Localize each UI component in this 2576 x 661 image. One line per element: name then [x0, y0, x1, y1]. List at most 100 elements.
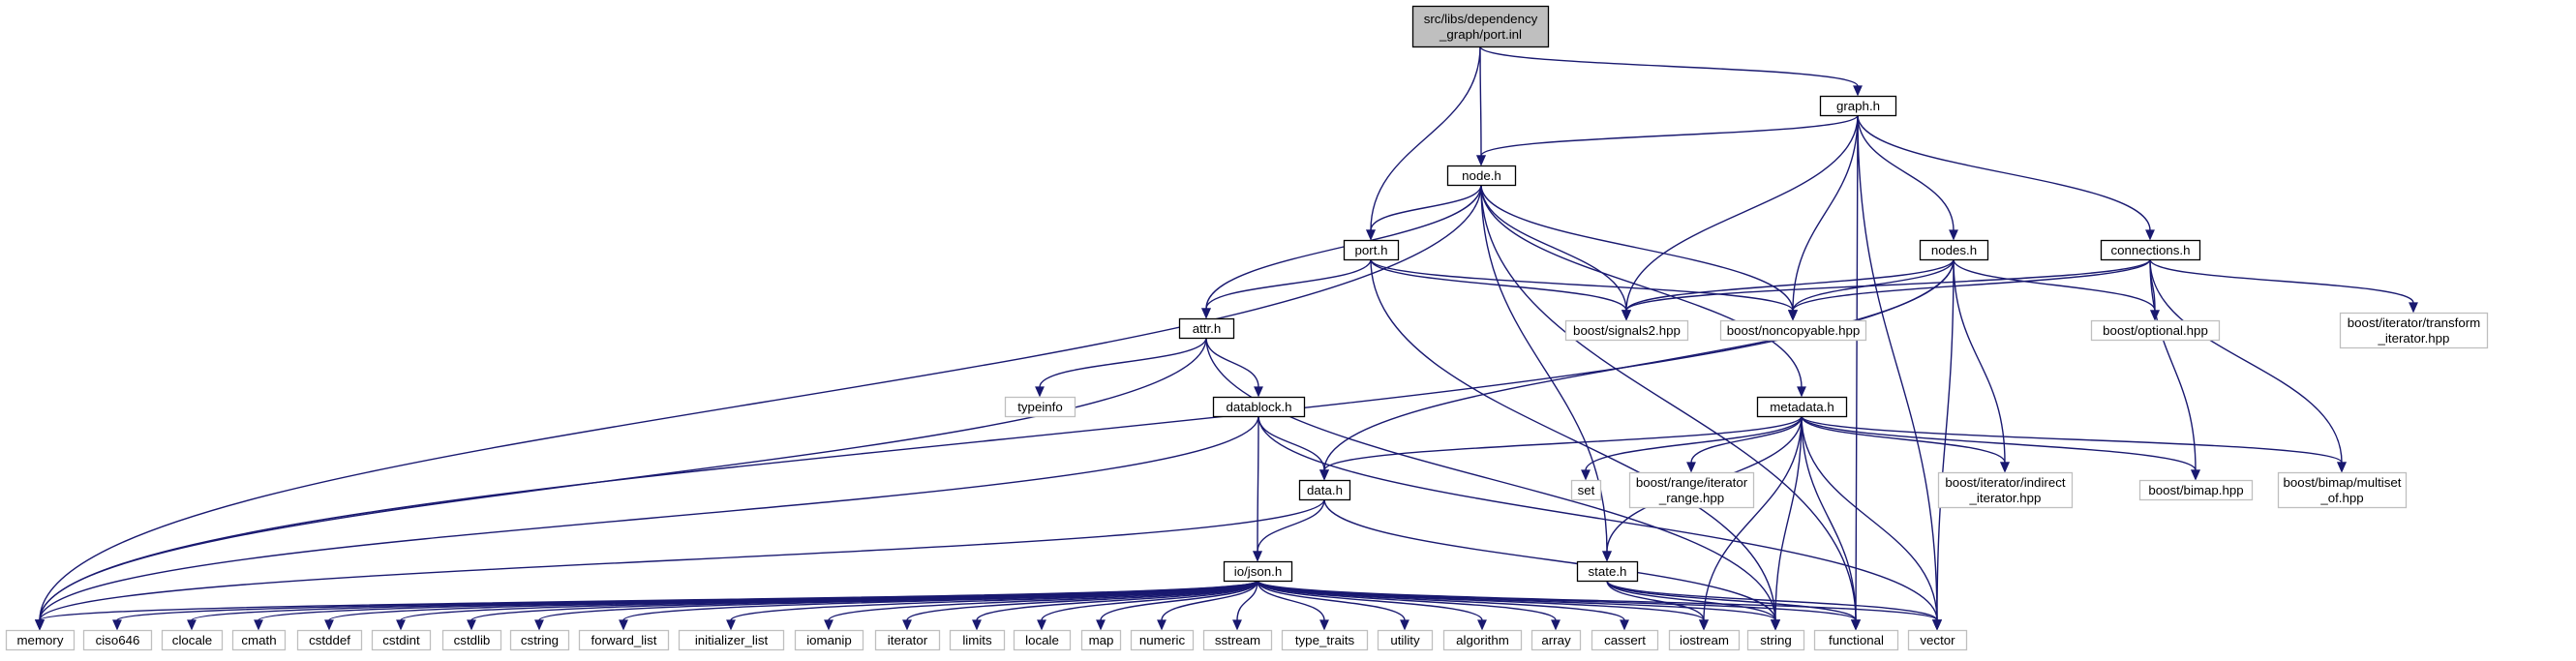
arrow-head-icon [1253, 551, 1262, 562]
file-node-port-h[interactable]: port.h [1343, 239, 1400, 261]
node-label: cstring [521, 633, 559, 647]
edge-line [470, 580, 1258, 621]
edge-datablock_h-to-json_h [1253, 415, 1262, 562]
node-label: port.h [1354, 243, 1387, 257]
node-box [1377, 629, 1434, 651]
edge-line [906, 580, 1258, 621]
edge-line [1205, 258, 1372, 310]
node-label: iostream [1680, 633, 1729, 647]
arrow-head-icon [534, 619, 544, 631]
edge-line [1480, 184, 1627, 312]
arrow-head-icon [1254, 386, 1263, 398]
node-box [82, 629, 153, 651]
node-label: forward_list [591, 633, 657, 647]
node-label: iomanip [806, 633, 852, 647]
file-node-utility[interactable]: utility [1377, 629, 1434, 651]
file-node-metadata-h[interactable]: metadata.h [1756, 396, 1848, 418]
file-node-map[interactable]: map [1080, 629, 1122, 651]
file-node-string[interactable]: string [1746, 629, 1805, 651]
file-node-cmath[interactable]: cmath [231, 629, 287, 651]
file-node-forward-list[interactable]: forward_list [578, 629, 670, 651]
file-node-limits[interactable]: limits [949, 629, 1006, 651]
arrow-head-icon [1037, 619, 1046, 631]
file-node-cassert[interactable]: cassert [1591, 629, 1659, 651]
node-box [509, 629, 570, 651]
node-label: cstdint [382, 633, 420, 647]
node-label: _iterator.hpp [2378, 331, 2450, 346]
arrow-head-icon [1035, 386, 1045, 398]
file-node-bimap[interactable]: boost/bimap.hpp [2138, 479, 2254, 501]
file-node-signals2[interactable]: boost/signals2.hpp [1564, 319, 1689, 342]
edge-line [1953, 258, 2156, 312]
edge-line [1792, 258, 2151, 312]
edge-line [400, 580, 1258, 621]
edge-json_h-to-locale [1037, 580, 1258, 631]
file-node-nodes-h[interactable]: nodes.h [1919, 239, 1989, 261]
edge-line [39, 498, 1325, 621]
file-node-numeric[interactable]: numeric [1130, 629, 1195, 651]
edge-json_h-to-initializer_list [726, 580, 1258, 631]
node-label: boost/range/iterator [1636, 475, 1748, 490]
node-box [1281, 629, 1369, 651]
file-node-initializer-list[interactable]: initializer_list [678, 629, 785, 651]
edge-line [1323, 498, 1776, 621]
file-node-noncopyable[interactable]: boost/noncopyable.hpp [1719, 319, 1867, 342]
file-node-multiset[interactable]: boost/bimap/multiset_of.hpp [2277, 471, 2408, 509]
file-node-functional[interactable]: functional [1813, 629, 1899, 651]
file-node-algorithm[interactable]: algorithm [1442, 629, 1523, 651]
file-node-sstream[interactable]: sstream [1202, 629, 1273, 651]
file-node-cstdint[interactable]: cstdint [371, 629, 432, 651]
file-node-optional[interactable]: boost/optional.hpp [2090, 319, 2221, 342]
edge-data_h-to-json_h [1253, 498, 1325, 562]
file-node-set[interactable]: set [1570, 479, 1602, 501]
edge-line [1370, 45, 1481, 231]
file-node-vector[interactable]: vector [1907, 629, 1968, 651]
edge-line [1258, 415, 1325, 471]
file-node-connections-h[interactable]: connections.h [2100, 239, 2201, 261]
file-node-json-h[interactable]: io/json.h [1223, 560, 1293, 583]
file-node-clocale[interactable]: clocale [161, 629, 224, 651]
edge-port_h-to-attr_h [1201, 258, 1372, 319]
node-box [441, 629, 502, 651]
file-node-array[interactable]: array [1530, 629, 1582, 651]
node-box [5, 629, 76, 651]
file-node-node-h[interactable]: node.h [1446, 165, 1517, 187]
arrow-head-icon [1319, 619, 1329, 631]
node-label: boost/bimap.hpp [2148, 483, 2243, 497]
file-node-port-inl[interactable]: src/libs/dependency_graph/port.inl [1411, 5, 1550, 48]
node-box [2138, 479, 2254, 501]
file-node-range-iter[interactable]: boost/range/iterator_range.hpp [1628, 471, 1755, 509]
edge-node_h-to-metadata_h [1480, 184, 1806, 398]
file-node-typeinfo[interactable]: typeinfo [1004, 396, 1076, 418]
edge-line [1953, 258, 2006, 464]
file-node-type-traits[interactable]: type_traits [1281, 629, 1369, 651]
file-node-cstddef[interactable]: cstddef [296, 629, 363, 651]
file-node-cstdlib[interactable]: cstdlib [441, 629, 502, 651]
file-node-datablock-h[interactable]: datablock.h [1212, 396, 1306, 418]
edge-line [1257, 580, 1705, 621]
file-node-attr-h[interactable]: attr.h [1178, 317, 1235, 340]
node-box [1576, 560, 1639, 583]
node-label: algorithm [1456, 633, 1509, 647]
file-node-data-h[interactable]: data.h [1298, 479, 1351, 501]
edge-graph_h-to-nodes_h [1857, 114, 1958, 241]
file-node-iterator[interactable]: iterator [874, 629, 941, 651]
file-node-iomanip[interactable]: iomanip [794, 629, 864, 651]
file-node-ciso646[interactable]: ciso646 [82, 629, 153, 651]
edge-attr_h-to-memory [35, 337, 1207, 631]
edge-json_h-to-limits [972, 580, 1258, 631]
file-node-memory[interactable]: memory [5, 629, 76, 651]
arrow-head-icon [2145, 229, 2155, 241]
file-node-indirect-iter[interactable]: boost/iterator/indirect_iterator.hpp [1937, 471, 2074, 509]
file-node-graph-h[interactable]: graph.h [1819, 95, 1897, 117]
file-node-locale[interactable]: locale [1013, 629, 1072, 651]
file-node-iostream[interactable]: iostream [1668, 629, 1741, 651]
file-node-transform-iter[interactable]: boost/iterator/transform_iterator.hpp [2339, 312, 2489, 349]
node-box [371, 629, 432, 651]
file-node-cstring[interactable]: cstring [509, 629, 570, 651]
file-node-state-h[interactable]: state.h [1576, 560, 1639, 583]
edge-line [1100, 580, 1258, 621]
arrow-head-icon [1788, 310, 1798, 321]
arrow-head-icon [1686, 462, 1696, 473]
